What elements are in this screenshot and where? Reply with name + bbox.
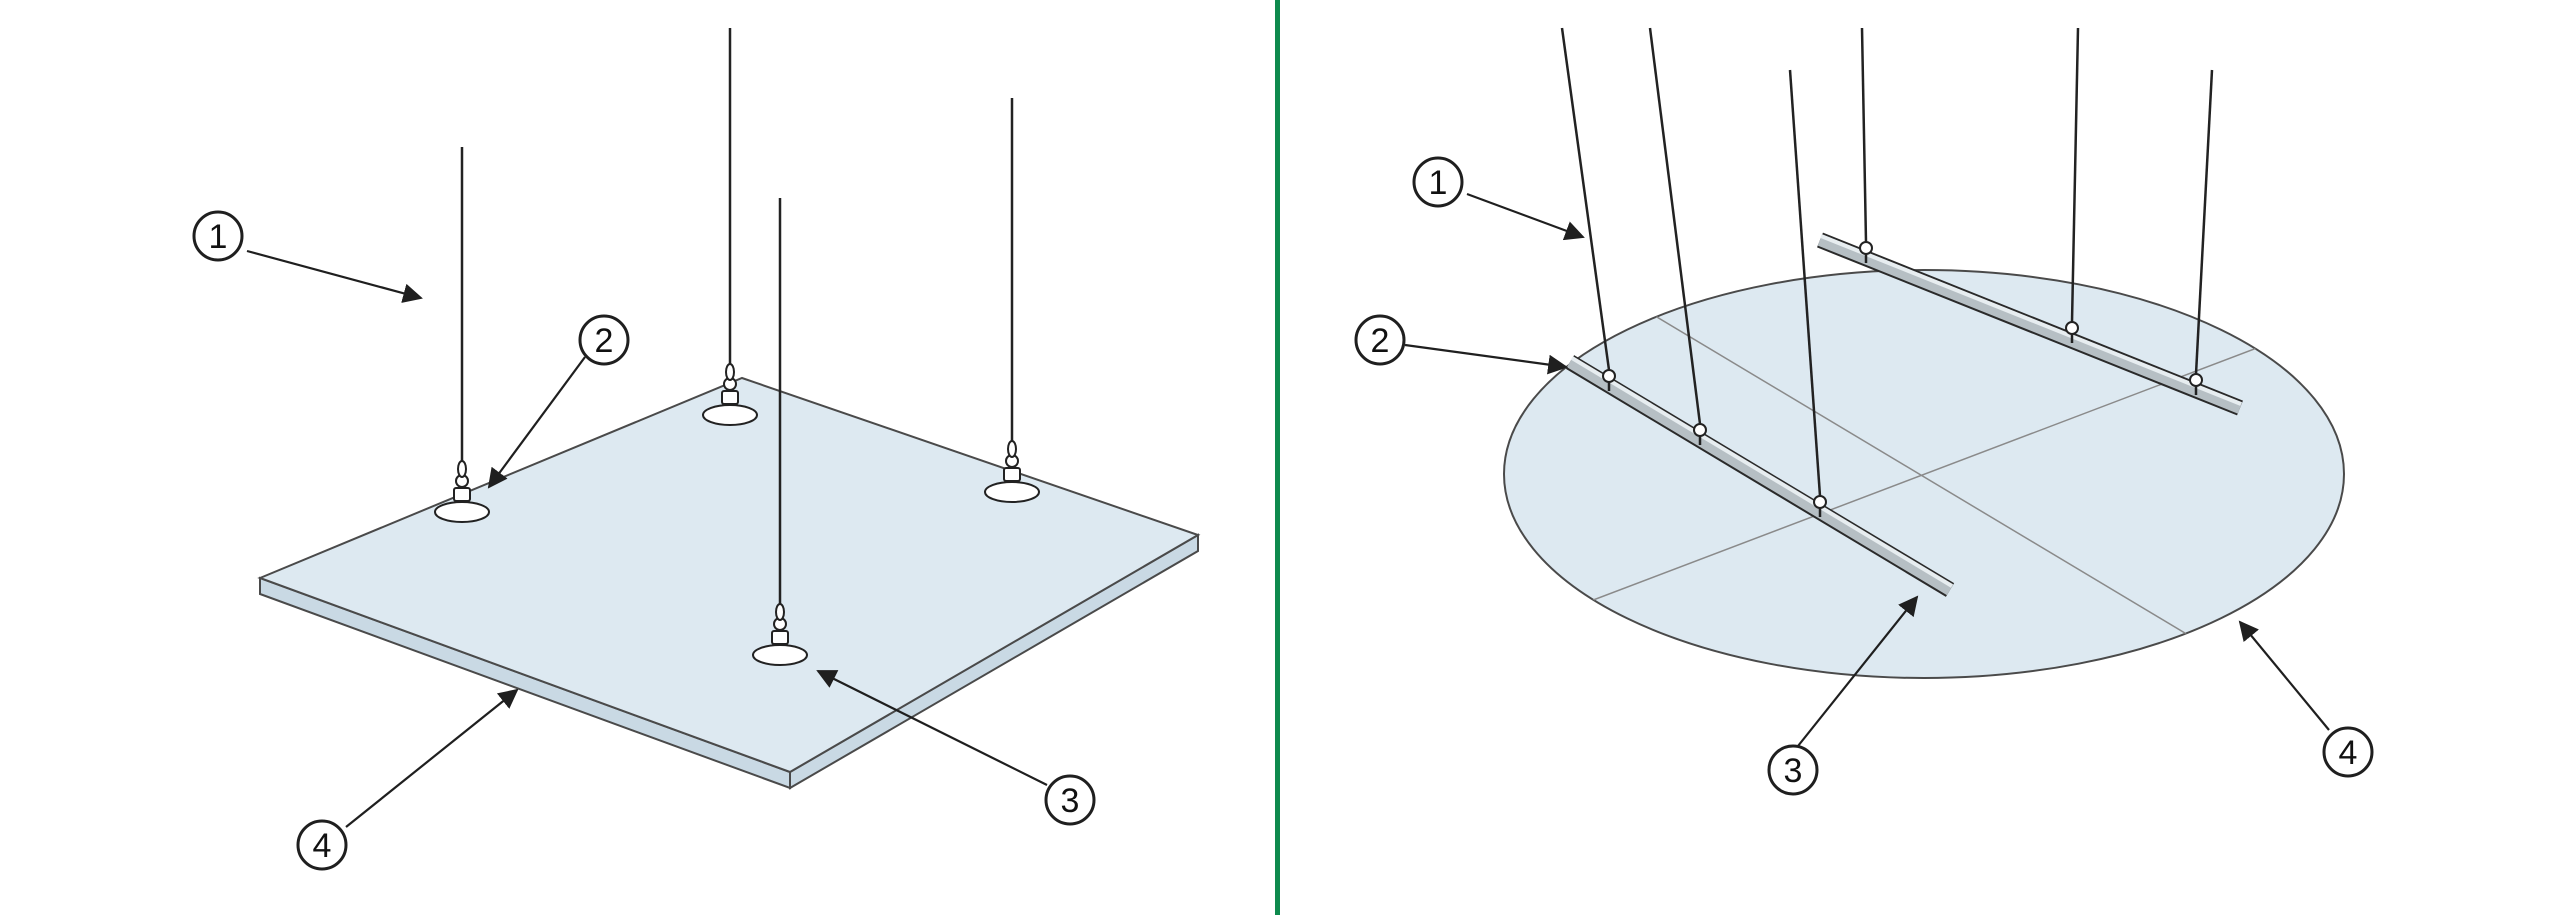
panel-divider bbox=[1275, 0, 1280, 915]
mounting-rail-front bbox=[1565, 355, 1955, 597]
callout-1: 1 bbox=[192, 210, 423, 303]
suspension-wire bbox=[2194, 69, 2214, 375]
panel-seams bbox=[1529, 294, 2321, 661]
callout-2: 2 bbox=[487, 314, 630, 489]
callout-4: 4 bbox=[2238, 620, 2374, 778]
leader-arrow bbox=[816, 670, 1048, 786]
callout-label: 3 bbox=[1784, 752, 1803, 790]
suspension-wire bbox=[1648, 27, 1702, 425]
suspension-wire bbox=[1788, 69, 1822, 497]
callout-label: 1 bbox=[1429, 164, 1448, 202]
square-panel-surface bbox=[257, 376, 1201, 774]
callout-label: 2 bbox=[595, 322, 614, 360]
left-figure: 1 2 3 4 bbox=[192, 28, 1201, 871]
suspension-wire bbox=[1560, 27, 1611, 371]
leader-arrow bbox=[2238, 620, 2330, 731]
callout-label: 4 bbox=[313, 827, 332, 865]
leader-arrow bbox=[1797, 595, 1919, 747]
callout-label: 4 bbox=[2339, 734, 2358, 772]
leader-arrow bbox=[345, 688, 519, 828]
right-figure: 1 2 3 4 bbox=[1354, 27, 2374, 796]
callout-label: 3 bbox=[1061, 782, 1080, 820]
callout-3: 3 bbox=[1767, 595, 1919, 796]
callout-2: 2 bbox=[1354, 314, 1568, 375]
suspension-wire bbox=[2070, 27, 2080, 323]
callout-4: 4 bbox=[296, 688, 519, 871]
callout-3: 3 bbox=[816, 670, 1096, 826]
mounting-rail-rear bbox=[1817, 232, 2243, 416]
callout-label: 1 bbox=[209, 218, 228, 256]
seam-line bbox=[1619, 294, 2231, 661]
seam-line bbox=[1529, 323, 2321, 625]
leader-arrow bbox=[1404, 343, 1568, 375]
suspension-wire bbox=[1860, 27, 1868, 243]
leader-arrow bbox=[487, 356, 586, 489]
callout-1: 1 bbox=[1412, 156, 1585, 241]
callout-label: 2 bbox=[1371, 322, 1390, 360]
leader-arrow bbox=[1466, 192, 1585, 241]
leader-arrow bbox=[246, 249, 423, 303]
